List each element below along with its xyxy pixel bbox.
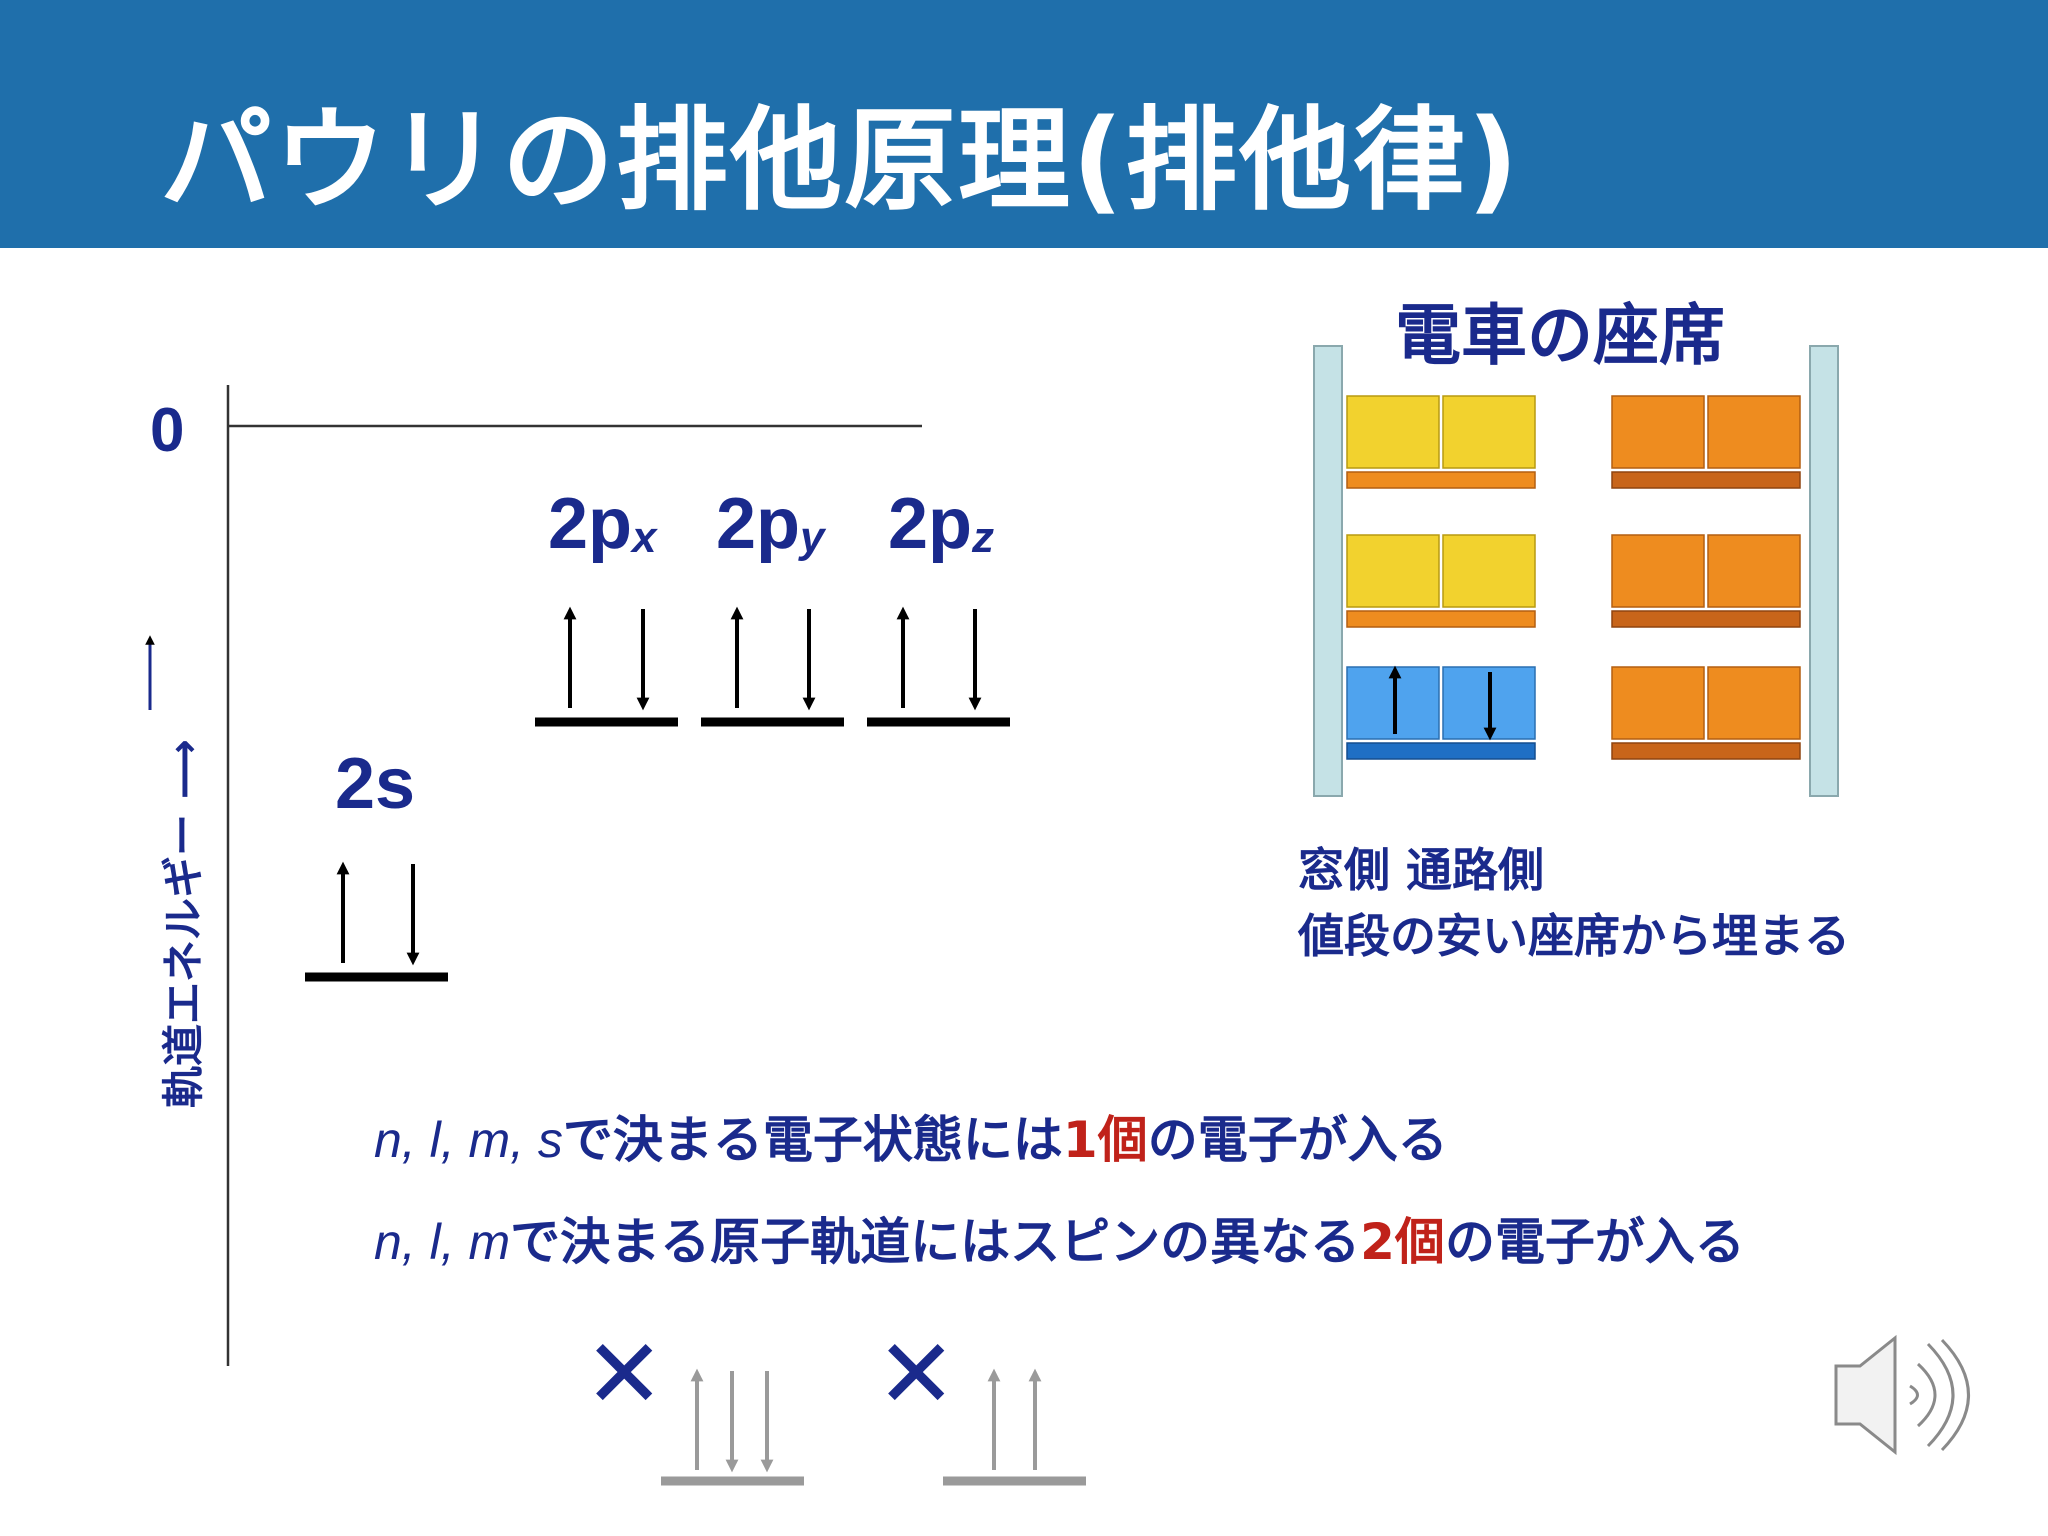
forbidden-three-electrons <box>661 1368 804 1486</box>
train-note-fill-order: 値段の安い座席から埋まる <box>1298 909 1850 963</box>
rule-electron-state: n, l, m, sで決まる電子状態には1個の電子が入る <box>374 1100 1448 1172</box>
rule1-count: 1個 <box>1062 1111 1148 1169</box>
window-wall <box>1313 345 1343 797</box>
seat-base-right-row3 <box>1611 742 1801 760</box>
seat-right-row3-b <box>1707 666 1801 740</box>
orbital-label-2py-sub: y <box>800 513 825 562</box>
seat-base-left-row3 <box>1346 742 1536 760</box>
orbital-label-2px-sub: x <box>632 513 657 562</box>
seat-left-row1-b <box>1442 395 1536 469</box>
rule2-count: 2個 <box>1360 1213 1445 1271</box>
orbital-2s <box>305 861 448 982</box>
orbital-2px <box>535 606 678 727</box>
seat-right-row1-b <box>1707 395 1801 469</box>
rule1-vars: n, l, m, s <box>374 1112 563 1168</box>
train-seat-illustration <box>1313 345 1839 797</box>
seat-right-row2-b <box>1707 534 1801 608</box>
slide-title: パウリの排他原理(排他律) <box>160 96 1521 226</box>
seat-left-row2-b <box>1442 534 1536 608</box>
orbital-2pz <box>867 606 1010 727</box>
rule2-text-a: で決まる原子軌道にはスピンの異なる <box>510 1213 1361 1271</box>
seat-left-row2-a <box>1346 534 1440 608</box>
seat-right-row3-a <box>1611 666 1705 740</box>
orbital-label-2px-base: 2p <box>548 484 633 564</box>
rule1-text-a: で決まる電子状態には <box>562 1111 1063 1169</box>
rule1-text-b: の電子が入る <box>1147 1111 1448 1169</box>
forbidden-parallel-spins <box>943 1368 1086 1486</box>
orbital-label-2pz: 2pz <box>888 488 994 560</box>
energy-axis-label: 軌道エネルギー ⟶ <box>159 739 208 1108</box>
seat-base-right-row2 <box>1611 610 1801 628</box>
orbital-label-2py-base: 2p <box>716 484 801 564</box>
orbital-2py <box>701 606 844 727</box>
speaker-icon[interactable] <box>1834 1334 1970 1456</box>
forbidden-x-icon: ✕ <box>584 1318 665 1430</box>
rule2-text-b: の電子が入る <box>1444 1213 1745 1271</box>
aisle-wall <box>1809 345 1839 797</box>
orbital-label-2py: 2py <box>716 488 825 560</box>
seat-base-right-row1 <box>1611 471 1801 489</box>
forbidden-x-icon: ✕ <box>876 1318 957 1430</box>
seat-right-row1-a <box>1611 395 1705 469</box>
train-seat-title: 電車の座席 <box>1395 297 1725 374</box>
orbital-label-2px: 2px <box>548 488 657 560</box>
seat-base-left-row2 <box>1346 610 1536 628</box>
energy-zero-label: 0 <box>150 396 185 465</box>
seat-base-left-row1 <box>1346 471 1536 489</box>
rule2-vars: n, l, m <box>374 1214 511 1270</box>
seat-right-row2-a <box>1611 534 1705 608</box>
orbital-label-2pz-base: 2p <box>888 484 973 564</box>
rule-atomic-orbital: n, l, mで決まる原子軌道にはスピンの異なる2個の電子が入る <box>374 1202 1745 1274</box>
orbital-label-2s: 2s <box>335 744 416 824</box>
seat-left-row1-a <box>1346 395 1440 469</box>
train-note-sides: 窓側 通路側 <box>1298 843 1545 897</box>
title-bar: パウリの排他原理(排他律) <box>0 0 2048 248</box>
orbital-label-2pz-sub: z <box>972 513 995 562</box>
